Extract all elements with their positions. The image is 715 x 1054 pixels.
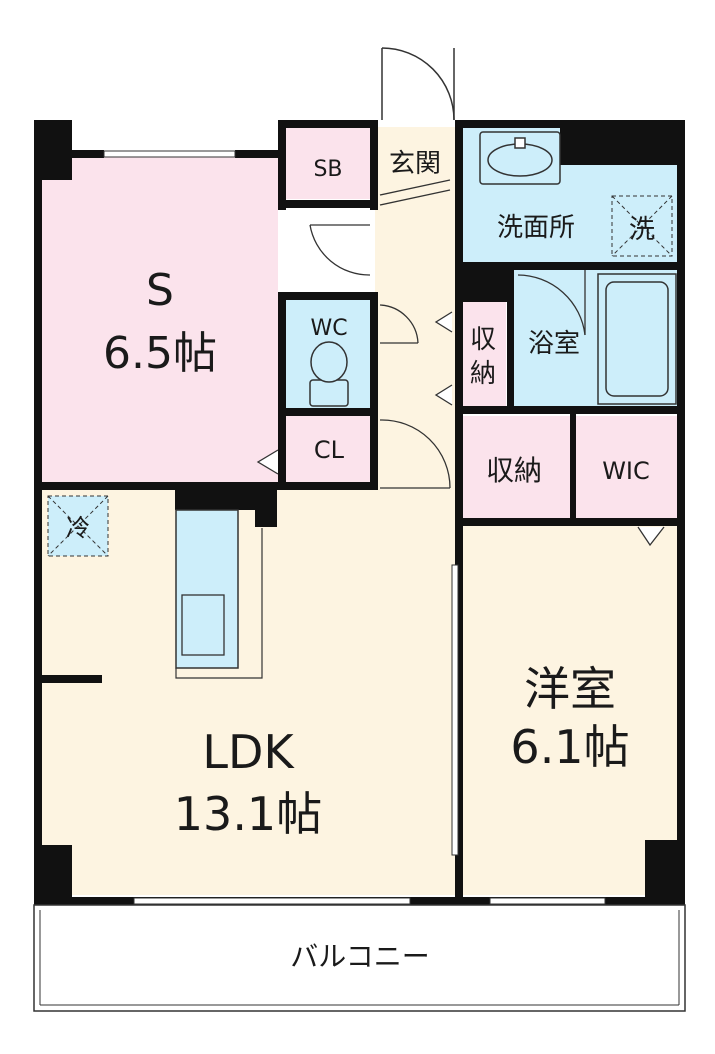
entrance-door [381,47,455,121]
hall-storage-label-1: 収 [470,325,496,355]
western-room-size: 6.1帖 [510,720,629,774]
balcony-label: バルコニー [290,940,429,973]
sb-label: SB [313,157,342,182]
bath-label: 浴室 [528,329,580,359]
fridge-icon [47,495,109,557]
bathtub-icon [597,273,677,405]
washroom-label: 洗面所 [497,213,575,243]
cl-area [284,416,372,482]
ldk-area [40,485,455,895]
western-room-name: 洋室 [524,662,616,716]
cl-label: CL [314,436,345,464]
balcony-area [33,904,686,1012]
storage-area [460,416,570,520]
washbasin-icon [479,131,561,185]
wc-label: WC [310,316,347,341]
hall-storage-label-2: 納 [470,359,496,389]
hallway-area [375,190,455,485]
ldk-size: 13.1帖 [174,787,322,841]
storage-label: 収納 [486,454,542,487]
s-room-name: S [146,265,174,316]
kitchen-counter [175,509,263,679]
wic-area [576,416,682,520]
windows [103,150,606,905]
sb-area [284,127,372,199]
hall-storage-area [460,300,506,408]
s-room-size: 6.5帖 [103,328,217,379]
interior-doors [309,179,586,489]
fridge-mark: 冷 [66,514,90,542]
s-room-area [40,155,278,485]
washer-mark: 洗 [629,215,655,245]
entrance-label: 玄関 [389,149,441,179]
entrance-area [375,127,455,190]
wic-label: WIC [602,457,650,485]
western-room-area [460,525,682,895]
door-markers [256,311,665,547]
toilet-icon [309,341,349,407]
washer-icon [611,195,673,257]
ldk-name: LDK [202,725,295,779]
